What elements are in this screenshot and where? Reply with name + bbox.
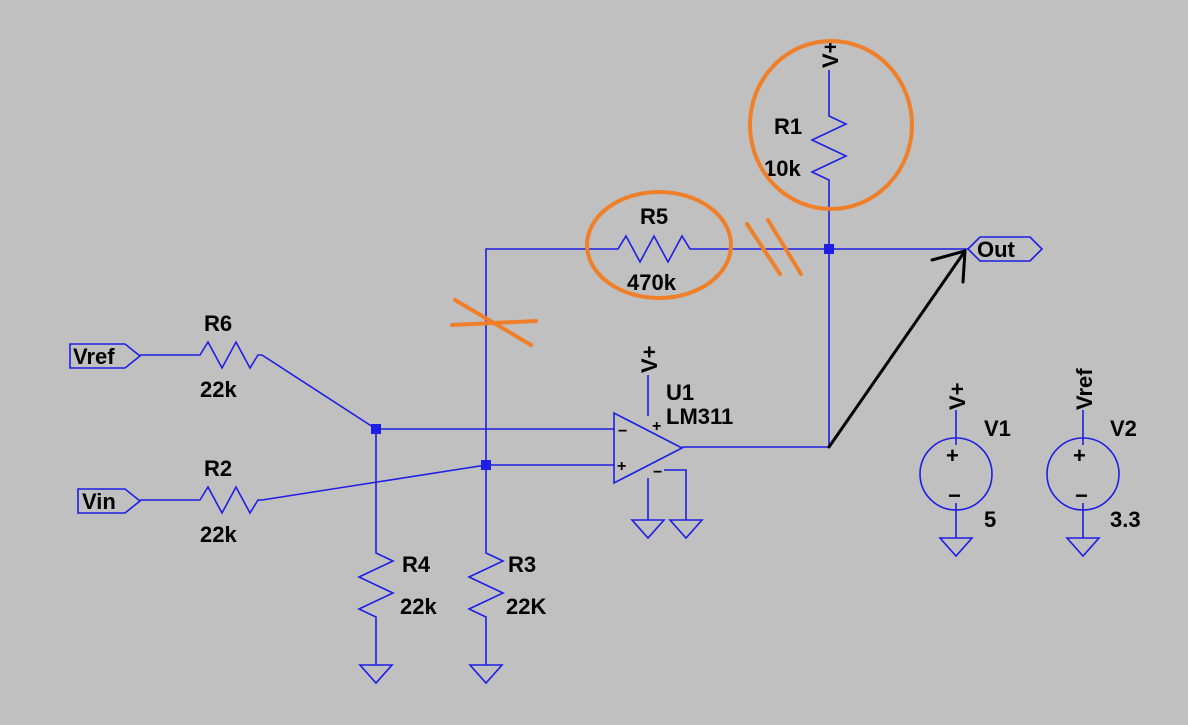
annotations [450, 39, 914, 347]
ground-symbol-v1 [938, 537, 974, 558]
u1-model: LM311 [666, 404, 733, 429]
v2-ref: V2 [1110, 416, 1137, 441]
port-out: Out [966, 236, 1044, 262]
r4-value: 22k [400, 594, 437, 619]
resistor-r2: R2 22k [184, 456, 262, 547]
port-out-label: Out [977, 237, 1016, 262]
opamp-vplus-pin-mark: + [652, 418, 661, 435]
resistor-r1: R1 10k [764, 110, 848, 188]
wires [140, 70, 1084, 665]
junction-out-node [824, 244, 834, 254]
port-vref-label: Vref [73, 344, 115, 369]
opamp-plus-mark: + [617, 458, 626, 475]
ground-symbol-r4 [358, 664, 394, 685]
ground-symbol-opamp-2 [668, 519, 704, 540]
r6-value: 22k [200, 377, 237, 402]
junction-node-a [371, 424, 381, 434]
r5-value: 470k [627, 270, 677, 295]
r1-vplus-label: V+ [818, 40, 843, 68]
resistor-r3: R3 22K [467, 547, 546, 625]
annotation-strike-feedback-2 [453, 298, 533, 347]
grounds [358, 519, 1101, 685]
ground-symbol-r3 [468, 664, 504, 685]
port-vin-label: Vin [82, 489, 116, 514]
resistor-r4: R4 22k [357, 547, 437, 625]
annotation-strike-r5-out-2 [766, 218, 803, 276]
source-v2: + − V2 3.3 [1046, 416, 1141, 532]
u1-ref: U1 [666, 380, 694, 405]
r3-ref: R3 [508, 552, 536, 577]
ground-symbol-v2 [1065, 537, 1101, 558]
junction-node-b [481, 460, 491, 470]
port-vref: Vref [69, 343, 142, 369]
v2-vref-label: Vref [1072, 368, 1097, 410]
r4-ref: R4 [402, 552, 431, 577]
r3-value: 22K [506, 594, 546, 619]
annotation-circle-r1 [748, 39, 914, 211]
opamp-u1: − + + − U1 LM311 [613, 380, 733, 485]
resistor-r6: R6 22k [184, 311, 262, 402]
wire-feedback-top [485, 248, 600, 465]
r5-ref: R5 [640, 204, 668, 229]
opamp-minus-mark: − [618, 423, 627, 440]
port-vin: Vin [77, 488, 142, 514]
source-v1: + − V1 5 [919, 416, 1011, 532]
r2-ref: R2 [204, 456, 232, 481]
r6-ref: R6 [204, 311, 232, 336]
v2-minus-mark: − [1075, 483, 1088, 508]
v1-ref: V1 [984, 416, 1011, 441]
v1-value: 5 [984, 507, 996, 532]
opamp-vplus-label: V+ [637, 345, 662, 373]
v1-plus-mark: + [946, 443, 959, 468]
opamp-gnd-pin-mark: − [653, 464, 662, 481]
v1-minus-mark: − [948, 483, 961, 508]
v2-plus-mark: + [1073, 443, 1086, 468]
r2-value: 22k [200, 522, 237, 547]
ground-symbol-opamp-1 [630, 519, 666, 540]
wire-r6-nodeA [261, 354, 377, 430]
wire-opamp-gnd2 [664, 469, 687, 520]
arrow-to-out [827, 249, 967, 449]
r1-value: 10k [764, 156, 801, 181]
wire-r2-nodeB [261, 464, 487, 501]
r1-ref: R1 [774, 114, 802, 139]
annotation-circle-r5 [585, 190, 733, 300]
v2-value: 3.3 [1110, 507, 1141, 532]
annotation-strike-r5-out-1 [745, 222, 782, 276]
v1-vplus-label: V+ [945, 382, 970, 410]
resistor-r5: R5 470k [600, 204, 718, 295]
